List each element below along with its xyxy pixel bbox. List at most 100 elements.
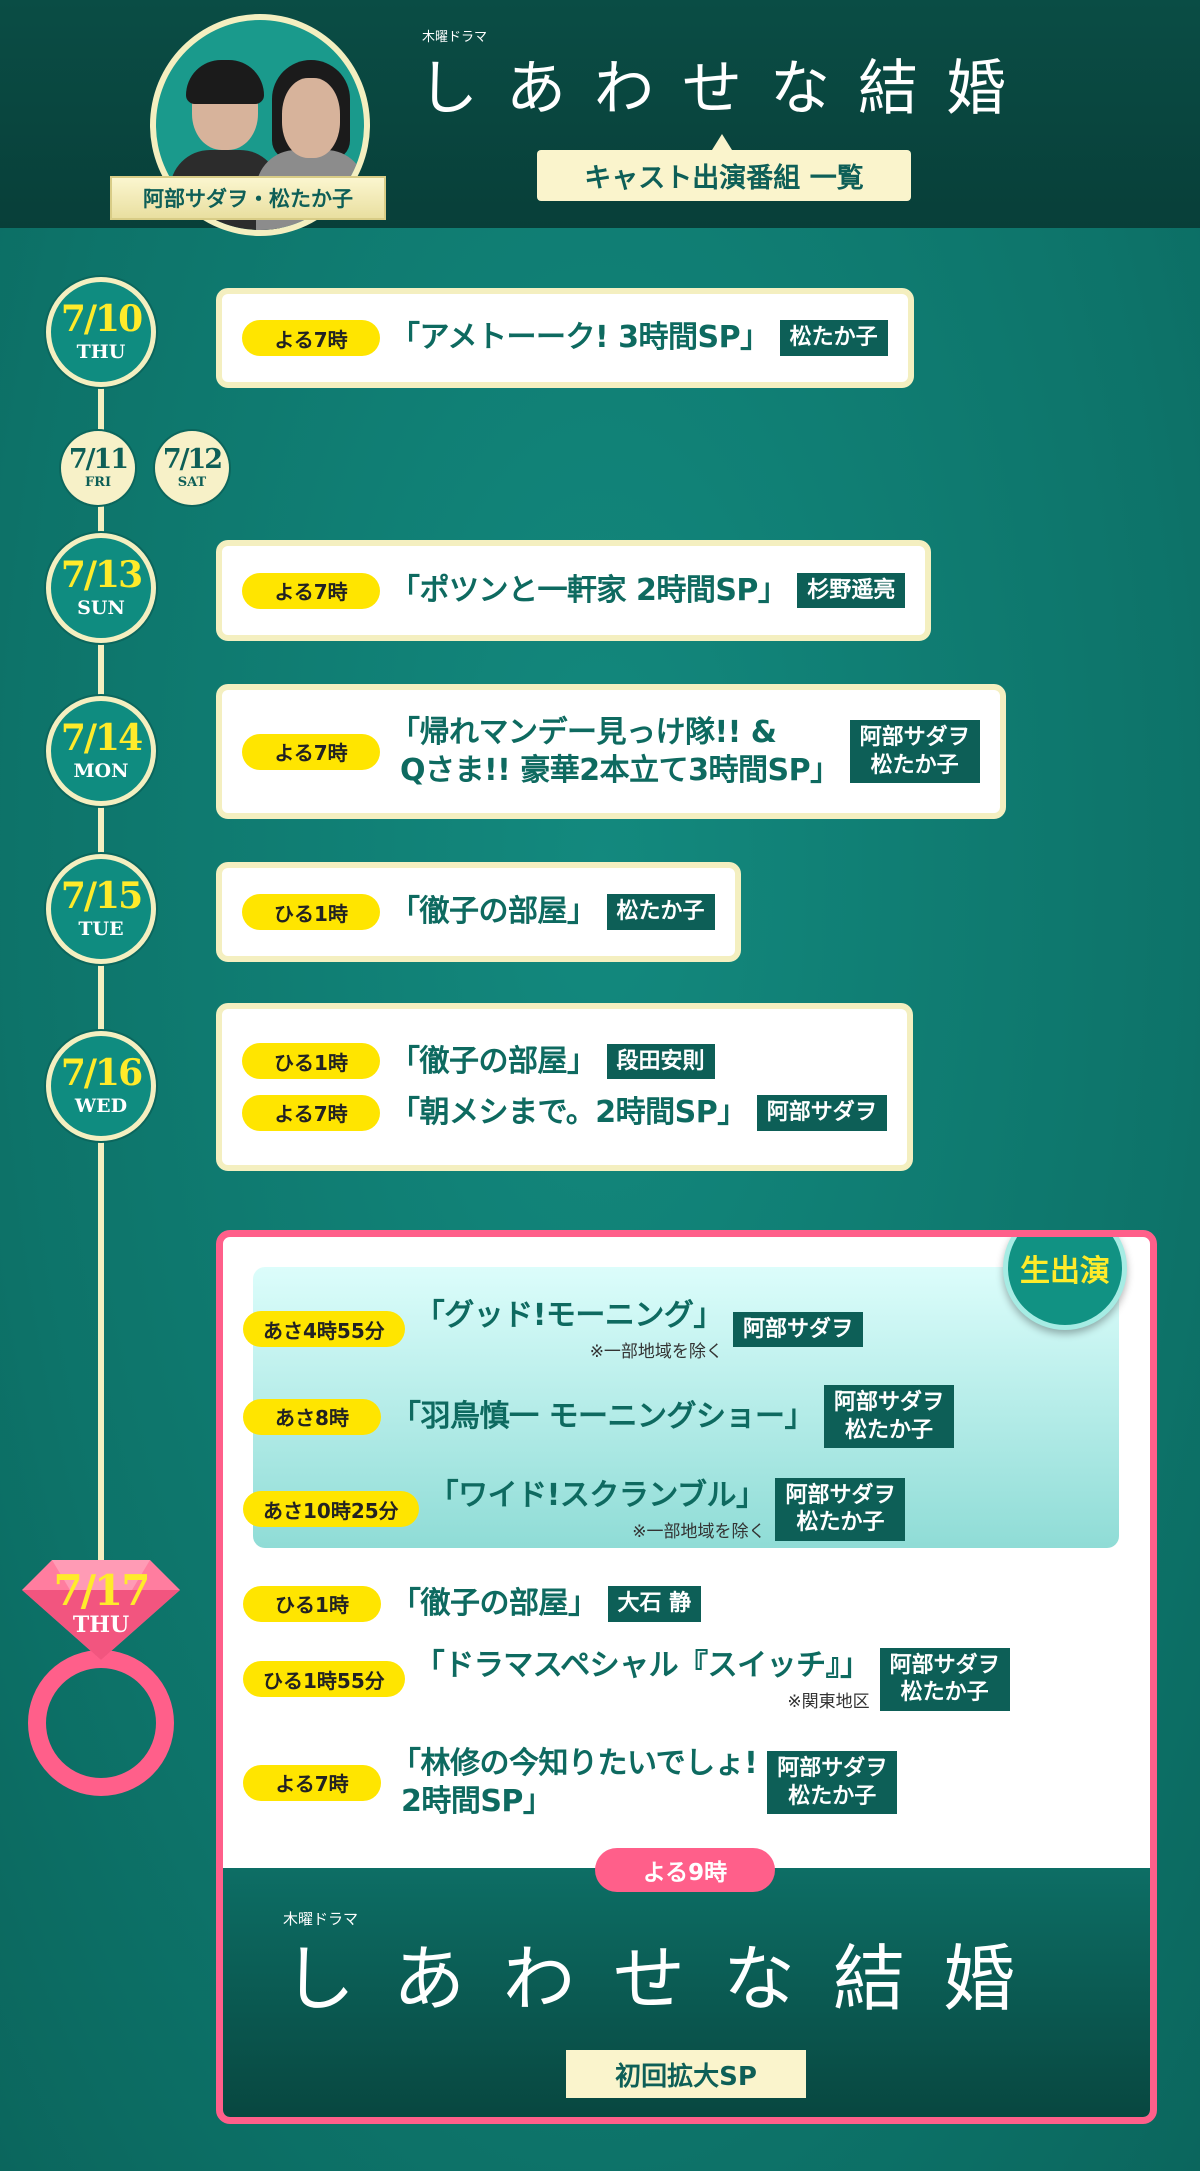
- program-title-block: 「ポツンと一軒家 2時間SP」: [390, 572, 788, 610]
- program-row: よる7時「朝メシまで。2時間SP」阿部サダヲ: [242, 1094, 887, 1132]
- program-card: ひる1時「徹子の部屋」段田安則よる7時「朝メシまで。2時間SP」阿部サダヲ: [216, 1003, 913, 1171]
- program-title: 「徹子の部屋」: [390, 894, 597, 930]
- cast-label: 阿部サダヲ 松たか子: [823, 1385, 954, 1448]
- program-title-block: 「アメトーーク! 3時間SP」: [390, 319, 770, 357]
- date: 7/17: [53, 1566, 150, 1615]
- program-title-block: 「林修の今知りたいでしょ! 2時間SP」: [391, 1745, 758, 1820]
- program-title: 「ポツンと一軒家 2時間SP」: [390, 572, 788, 608]
- header: 阿部サダヲ・松たか子 木曜ドラマ しあわせな結婚 キャスト出演番組 一覧: [0, 0, 1200, 236]
- time-pill: よる7時: [242, 733, 380, 770]
- weekday: THU: [76, 341, 126, 363]
- program-title: 「林修の今知りたいでしょ! 2時間SP」: [391, 1746, 758, 1819]
- cast-names-ribbon: 阿部サダヲ・松たか子: [110, 176, 386, 220]
- program-title-block: 「グッド!モーニング」 ※一部地域を除く: [414, 1297, 724, 1362]
- cast-label: 阿部サダヲ 松たか子: [767, 1751, 898, 1814]
- drama-label: 木曜ドラマ: [422, 30, 488, 45]
- weekday: SUN: [77, 597, 125, 619]
- program-title-block: 「羽鳥慎一 モーニングショー」: [391, 1398, 814, 1436]
- weekday: WED: [74, 1095, 128, 1117]
- time-pill: よる7時: [243, 1764, 381, 1801]
- time-pill: よる7時: [242, 320, 380, 356]
- program-title: 「徹子の部屋」: [390, 1043, 597, 1079]
- program-title-block: 「徹子の部屋」: [391, 1585, 598, 1623]
- premiere-drama-label: 木曜ドラマ: [283, 1910, 359, 1928]
- drama-title: しあわせな結婚: [418, 54, 1034, 124]
- time-pill: ひる1時: [242, 894, 380, 930]
- weekday: SAT: [177, 475, 207, 490]
- program-title-block: 「朝メシまで。2時間SP」: [390, 1094, 747, 1132]
- program-title-block: 「ワイド!スクランブル」 ※一部地域を除く: [429, 1477, 766, 1542]
- program-title: 「朝メシまで。2時間SP」: [390, 1095, 747, 1130]
- diamond-icon: [22, 1560, 180, 1660]
- premiere-tag: 初回拡大SP: [566, 2050, 806, 2098]
- program-row: あさ10時25分「ワイド!スクランブル」 ※一部地域を除く阿部サダヲ 松たか子: [243, 1477, 906, 1542]
- program-row: ひる1時「徹子の部屋」松たか子: [242, 893, 715, 931]
- program-note: ※一部地域を除く: [589, 1341, 723, 1362]
- special-day-card: 生出演 あさ4時55分「グッド!モーニング」※一部地域を除く阿部サダヲあさ8時「…: [216, 1230, 1157, 2124]
- program-note: ※関東地区: [787, 1691, 870, 1712]
- date: 7/16: [60, 1052, 143, 1094]
- program-title-block: 「帰れマンデー見っけ隊!! & Qさま!! 豪華2本立て3時間SP」: [390, 714, 840, 789]
- date: 7/14: [60, 717, 143, 759]
- program-title: 「ワイド!スクランブル」: [428, 1478, 766, 1513]
- live-badge: 生出演: [1003, 1237, 1127, 1330]
- program-title: 「羽鳥慎一 モーニングショー」: [391, 1398, 814, 1434]
- premiere-drama-title: しあわせな結婚: [283, 1937, 1054, 2021]
- cast-label: 阿部サダヲ: [756, 1095, 887, 1131]
- time-pill: あさ4時55分: [243, 1311, 405, 1348]
- program-row: ひる1時「徹子の部屋」段田安則: [242, 1043, 887, 1081]
- program-title: 「徹子の部屋」: [391, 1586, 598, 1621]
- cast-portrait: [150, 14, 370, 236]
- program-title: 「帰れマンデー見っけ隊!! & Qさま!! 豪華2本立て3時間SP」: [390, 715, 840, 788]
- date: 7/11: [68, 444, 129, 475]
- program-title: 「ドラマスペシャル『スイッチ』」: [414, 1648, 870, 1683]
- program-title-block: 「ドラマスペシャル『スイッチ』」 ※関東地区: [415, 1647, 870, 1712]
- timeline-line: [98, 330, 104, 1630]
- date-badge-special: 7/17 THU: [22, 1566, 180, 1639]
- time-pill: ひる1時55分: [243, 1661, 405, 1698]
- program-row: あさ4時55分「グッド!モーニング」 ※一部地域を除く阿部サダヲ: [243, 1297, 863, 1362]
- cast-label: 大石 静: [607, 1586, 702, 1622]
- time-pill: ひる1時: [242, 1043, 380, 1080]
- program-title: 「グッド!モーニング」: [414, 1298, 724, 1333]
- program-card: ひる1時「徹子の部屋」松たか子: [216, 862, 741, 962]
- program-row: ひる1時「徹子の部屋」大石 静: [243, 1585, 702, 1623]
- date: 7/10: [60, 298, 143, 340]
- date: 7/15: [60, 875, 143, 917]
- premiere-panel: よる9時 木曜ドラマ しあわせな結婚 初回拡大SP: [223, 1848, 1150, 2117]
- program-title-block: 「徹子の部屋」: [390, 893, 597, 931]
- program-card: よる7時「アメトーーク! 3時間SP」松たか子: [216, 288, 914, 388]
- cast-label: 阿部サダヲ: [732, 1311, 863, 1347]
- cast-label: 段田安則: [606, 1043, 715, 1079]
- program-row: ひる1時55分「ドラマスペシャル『スイッチ』」 ※関東地区阿部サダヲ 松たか子: [243, 1647, 1010, 1712]
- weekday: MON: [73, 760, 129, 782]
- weekday: FRI: [84, 475, 112, 490]
- date: 7/13: [60, 554, 143, 596]
- cast-label: 杉野遥亮: [797, 572, 906, 609]
- cast-label: 阿部サダヲ 松たか子: [775, 1477, 906, 1541]
- premiere-time: よる9時: [595, 1848, 775, 1892]
- program-row: よる7時「アメトーーク! 3時間SP」松たか子: [242, 319, 888, 357]
- time-pill: あさ8時: [243, 1398, 381, 1435]
- weekday: THU: [72, 1612, 130, 1638]
- ring-icon: [28, 1650, 174, 1796]
- cast-label: 阿部サダヲ 松たか子: [879, 1647, 1010, 1711]
- weekday: TUE: [78, 918, 124, 940]
- program-card: よる7時「ポツンと一軒家 2時間SP」杉野遥亮: [216, 540, 932, 641]
- date: 7/12: [162, 444, 223, 475]
- program-title: 「アメトーーク! 3時間SP」: [390, 320, 770, 356]
- program-note: ※一部地域を除く: [632, 1521, 766, 1542]
- time-pill: よる7時: [242, 1094, 380, 1131]
- time-pill: あさ10時25分: [243, 1491, 419, 1528]
- program-row: よる7時「林修の今知りたいでしょ! 2時間SP」阿部サダヲ 松たか子: [243, 1745, 898, 1820]
- cast-label: 阿部サダヲ 松たか子: [849, 720, 980, 783]
- page-subtitle: キャスト出演番組 一覧: [537, 134, 911, 201]
- program-row: あさ8時「羽鳥慎一 モーニングショー」阿部サダヲ 松たか子: [243, 1385, 954, 1448]
